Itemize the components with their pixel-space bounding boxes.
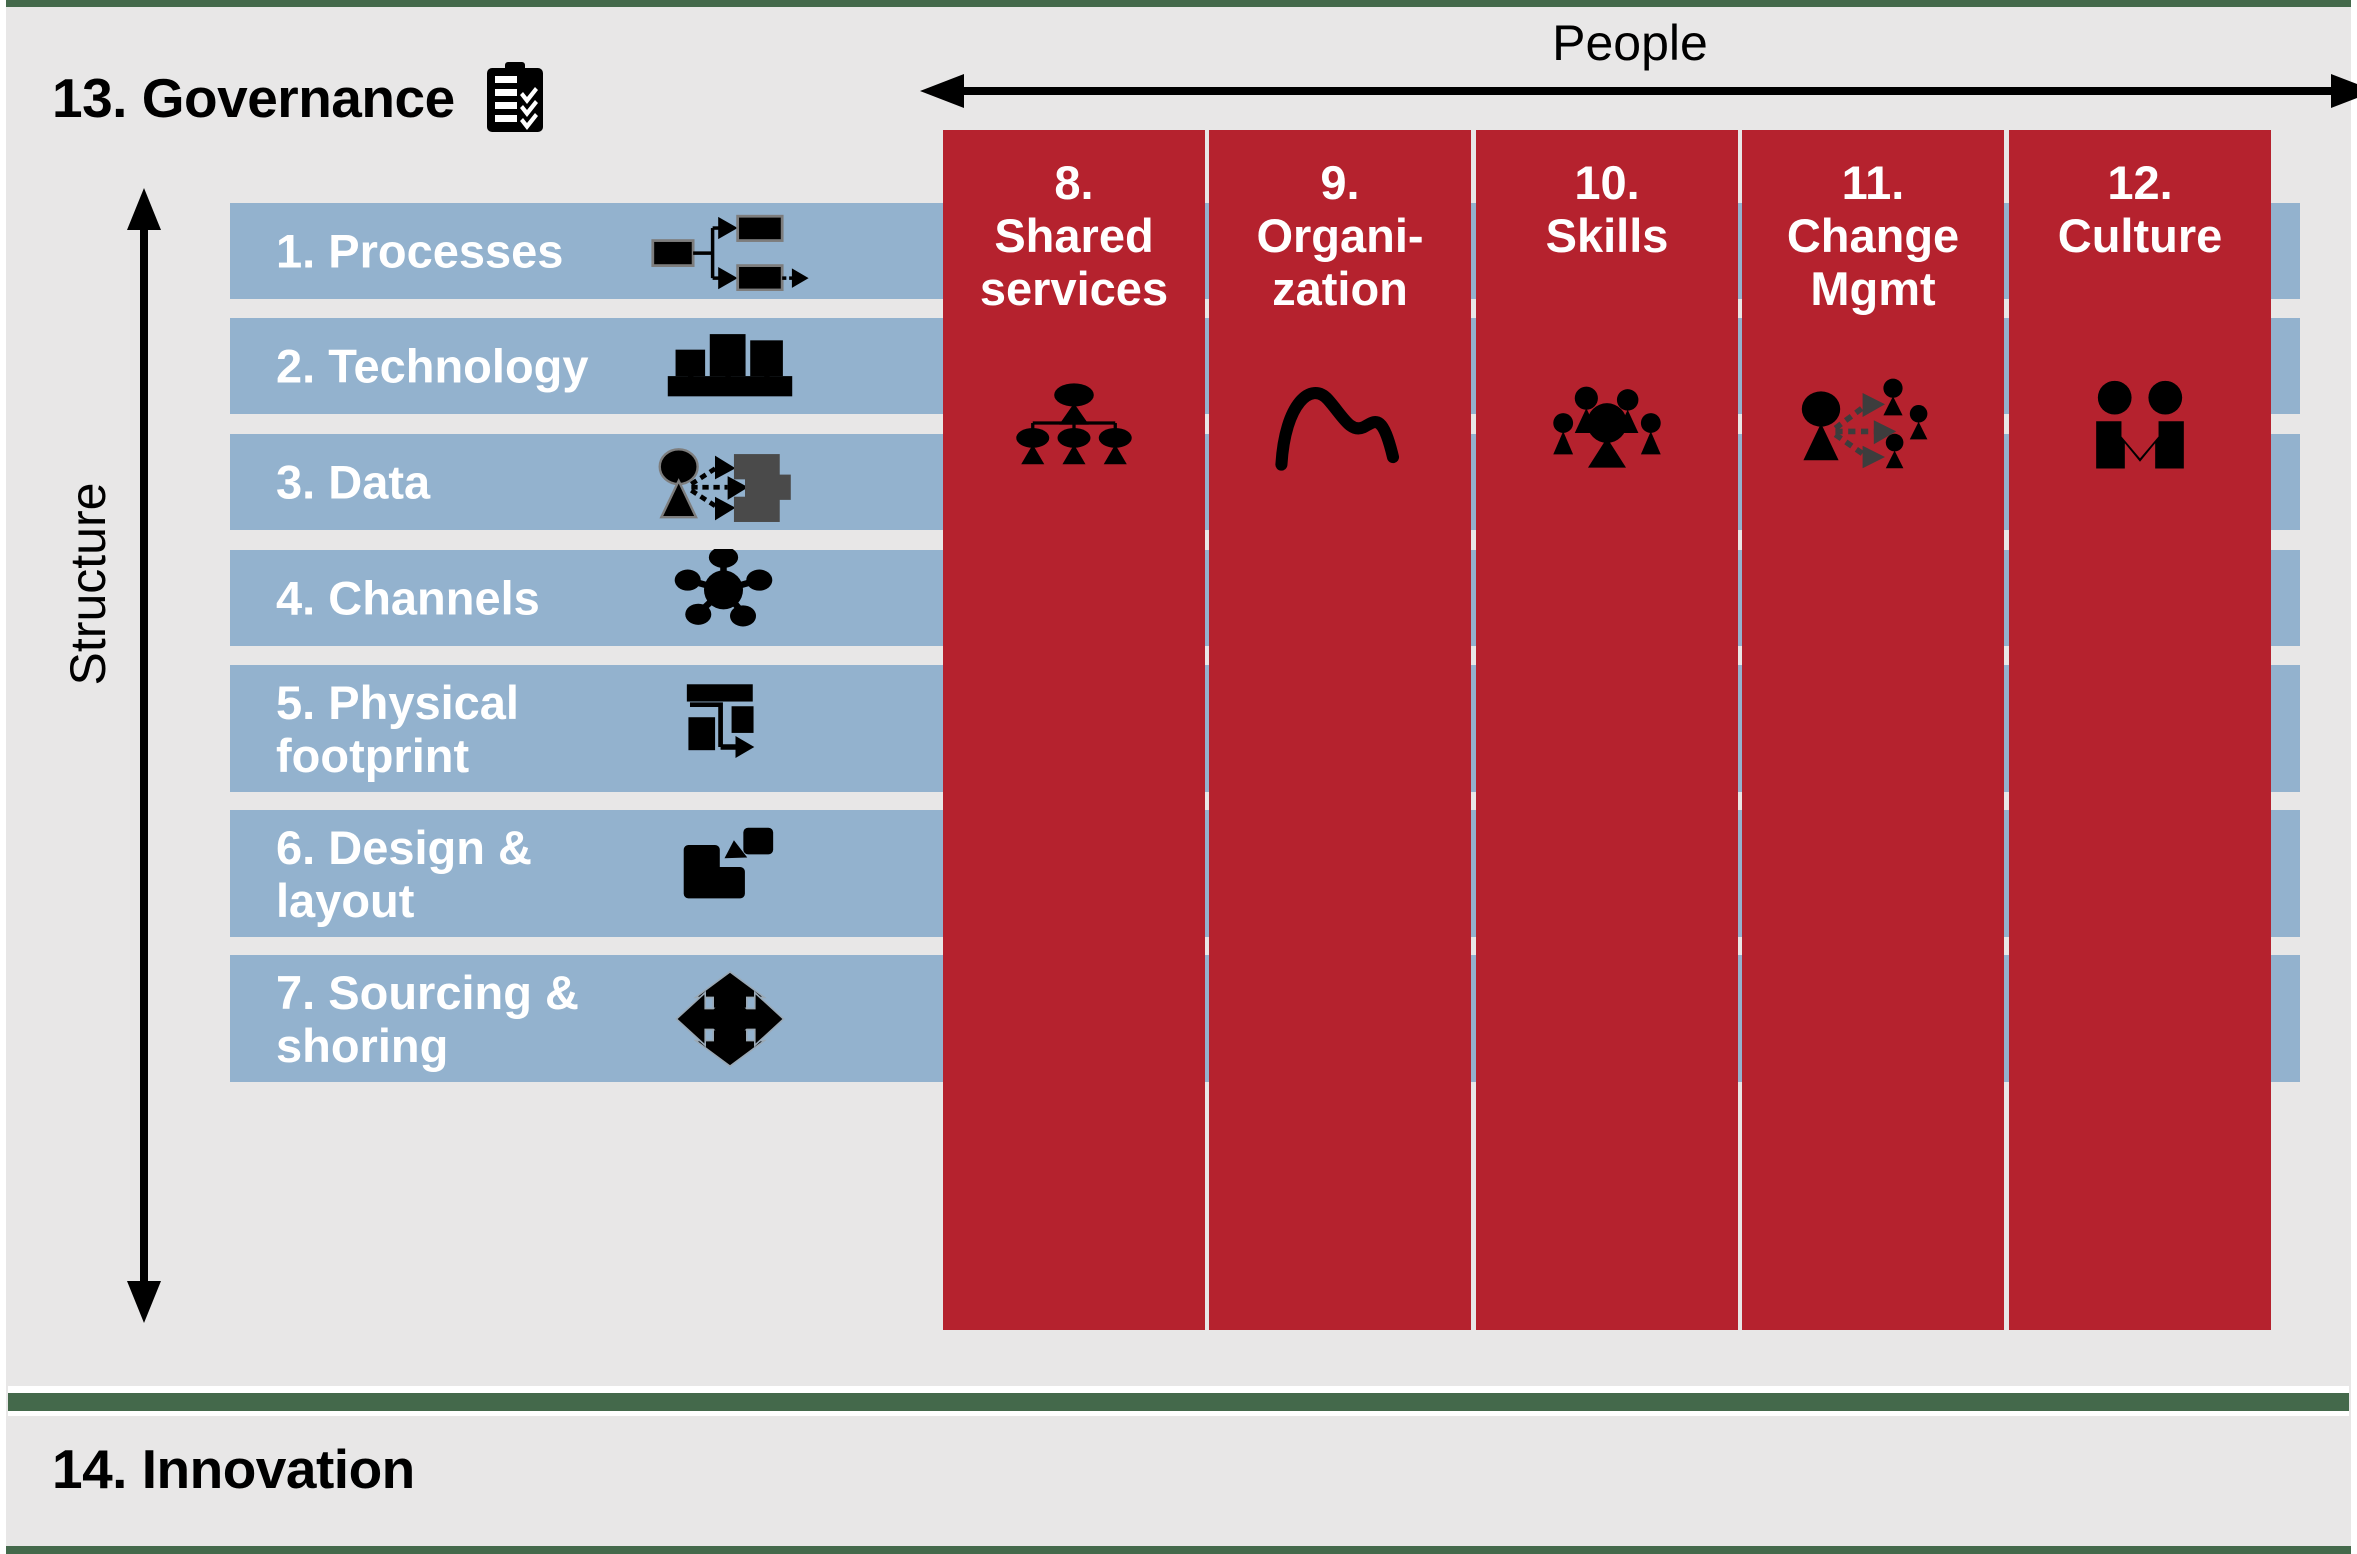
structure-row-label: 6. Design & layout [276,820,532,927]
people-column-label: 11. Change Mgmt [1786,156,1960,316]
server-rack-icon [650,314,810,418]
people-column-label: 10. Skills [1545,156,1669,263]
change-broadcast-icon [1742,370,2004,480]
people-column-label: 12. Culture [2057,156,2223,263]
innovation-label: 14. Innovation [52,1438,415,1500]
people-axis-arrow [920,74,2357,108]
people-column-label: 8. Shared services [979,156,1169,316]
structure-row-label: 3. Data [276,455,431,509]
org-tree-icon [943,370,1205,480]
frame-right-border [2351,0,2357,1554]
structure-row-label: 1. Processes [276,224,564,278]
people-column-skills[interactable]: 10. Skills [1476,130,1738,1330]
governance-header: 13. Governance [52,62,547,134]
structure-row-label: 7. Sourcing & shoring [276,965,579,1072]
data-distribution-icon [650,430,810,534]
innovation-divider [8,1393,2349,1411]
frame-left-border [0,0,6,1554]
people-column-organization[interactable]: 9. Organi- zation [1209,130,1471,1330]
frame-top-border [0,0,2357,7]
structure-row-label: 2. Technology [276,339,589,393]
people-column-shared-services[interactable]: 8. Shared services [943,130,1205,1330]
process-flow-icon [650,199,810,303]
structure-row-label: 5. Physical footprint [276,675,519,782]
people-axis-label: People [1552,15,1708,71]
handshake-people-icon [2009,370,2271,480]
network-hub-icon [650,546,810,650]
clipboard-checklist-icon [483,62,547,134]
frame-bottom-border [0,1546,2357,1554]
structure-axis-label: Structure [60,482,116,686]
people-column-label: 9. Organi- zation [1256,156,1424,316]
structure-axis-arrow [126,188,162,1323]
layout-blocks-icon [650,822,810,926]
people-column-culture[interactable]: 12. Culture [2009,130,2271,1330]
divider-gap-lower [8,1411,2349,1416]
floorplan-icon [650,677,810,781]
people-column-change-mgmt[interactable]: 11. Change Mgmt [1742,130,2004,1330]
four-way-arrows-icon [650,967,810,1071]
people-group-icon [1476,370,1738,480]
divider-gap-upper [8,1386,2349,1393]
governance-label: 13. Governance [52,67,455,129]
structure-row-label: 4. Channels [276,571,540,625]
curve-wave-icon [1209,370,1471,480]
